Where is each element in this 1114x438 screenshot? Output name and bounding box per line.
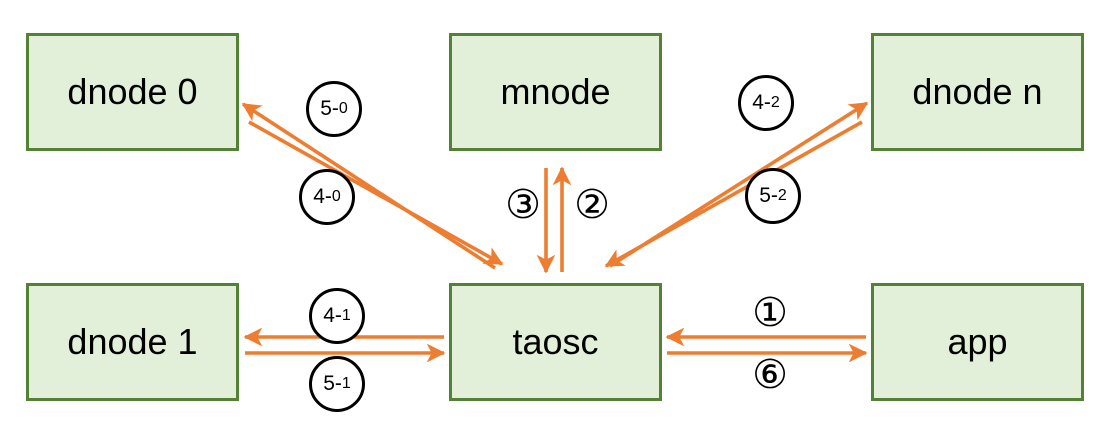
node-app[interactable]: app — [871, 283, 1084, 401]
edge-label-main: 5 — [759, 184, 771, 207]
edge-label-1: ① — [752, 290, 788, 336]
edge-label-main: 4 — [752, 91, 764, 114]
node-taosc[interactable]: taosc — [449, 283, 662, 401]
edge-label-main: 4 — [323, 304, 335, 327]
edge-label-sep: - — [763, 91, 771, 114]
edge-label-5-2: 5-2 — [745, 168, 801, 224]
edge-label-sub: 1 — [341, 375, 351, 392]
edge-label-main: 5 — [320, 97, 332, 120]
node-label: mnode — [500, 71, 611, 112]
edge-label-sep: - — [334, 372, 342, 395]
edge-label-sub: 0 — [331, 188, 341, 205]
edge-label-2: ② — [574, 182, 610, 228]
edge-label-sep: - — [770, 184, 778, 207]
edge-label-4-1: 4-1 — [309, 288, 365, 344]
node-label: app — [947, 321, 1008, 362]
edge-label-4-2: 4-2 — [738, 75, 794, 131]
node-label: dnode 1 — [67, 321, 198, 362]
edge-label-5-1: 5-1 — [309, 356, 365, 412]
edge-label-3: ③ — [505, 182, 541, 228]
edge-label-sub: 1 — [341, 307, 351, 324]
node-dnode1[interactable]: dnode 1 — [26, 283, 239, 401]
node-dnode0[interactable]: dnode 0 — [26, 33, 239, 151]
node-mnode[interactable]: mnode — [449, 33, 662, 151]
node-dnoden[interactable]: dnode n — [871, 33, 1084, 151]
edge-label-5-0: 5-0 — [306, 81, 362, 137]
node-label: dnode n — [912, 71, 1043, 112]
edge-label-sep: - — [334, 304, 342, 327]
edge-label-sub: 2 — [777, 187, 787, 204]
edge-label-sub: 2 — [770, 94, 780, 111]
edge-label-6: ⑥ — [752, 352, 788, 398]
edge-label-4-0: 4-0 — [299, 169, 355, 225]
edge-label-sub: 0 — [338, 100, 348, 117]
node-label: dnode 0 — [67, 71, 198, 112]
edge-label-main: 4 — [313, 185, 325, 208]
edge-label-sep: - — [331, 97, 339, 120]
node-label: taosc — [512, 321, 599, 362]
edge-label-main: 5 — [323, 372, 335, 395]
edge-label-sep: - — [324, 185, 332, 208]
